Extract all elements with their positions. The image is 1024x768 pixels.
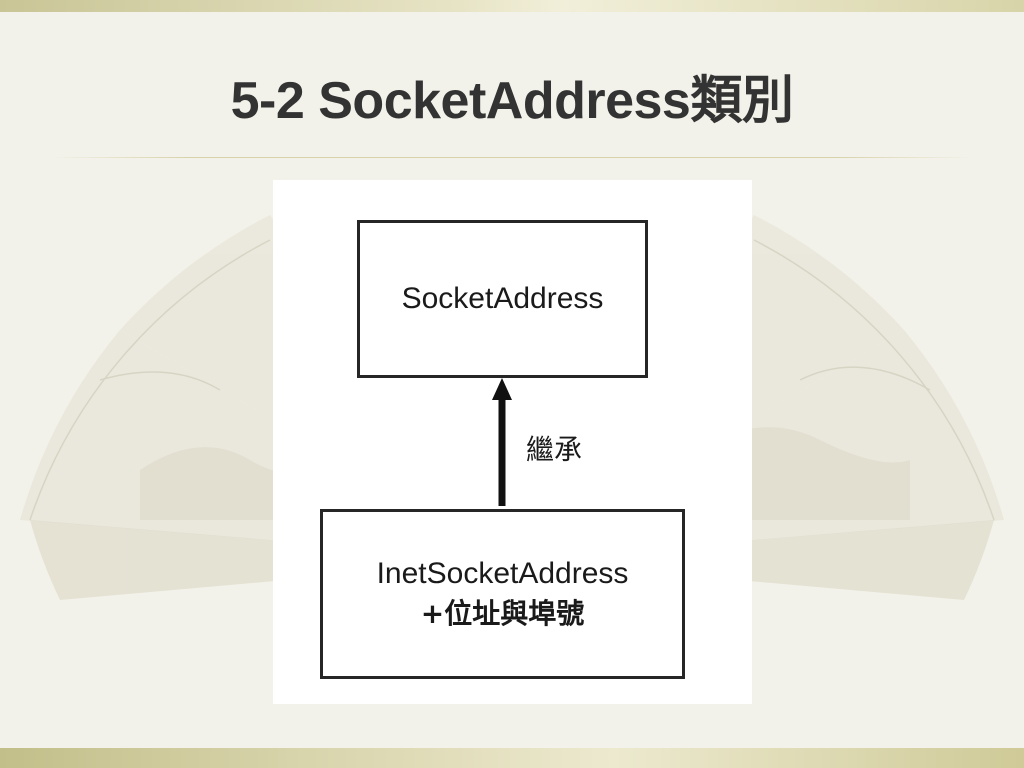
title-divider bbox=[50, 157, 974, 158]
class-diagram: SocketAddress 繼承 InetSocketAddress +位址與埠… bbox=[273, 180, 752, 704]
bottom-decorative-band bbox=[0, 748, 1024, 768]
child-class-box: InetSocketAddress +位址與埠號 bbox=[320, 509, 685, 679]
parent-class-name: SocketAddress bbox=[401, 282, 604, 315]
page-title: 5-2 SocketAddress類別 bbox=[230, 72, 794, 130]
child-class-detail: +位址與埠號 bbox=[420, 597, 585, 630]
inheritance-arrow bbox=[492, 378, 512, 506]
parent-class-box: SocketAddress bbox=[357, 220, 648, 378]
inheritance-label: 繼承 bbox=[526, 433, 583, 466]
child-class-name: InetSocketAddress bbox=[376, 557, 629, 590]
top-decorative-band bbox=[0, 0, 1024, 12]
